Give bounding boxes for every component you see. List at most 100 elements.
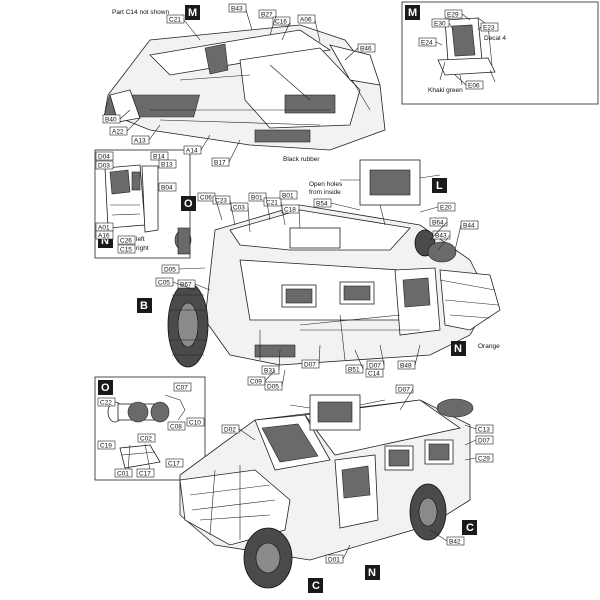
part-label-D05a: D05 [161,264,180,274]
svg-text:D05: D05 [267,384,279,391]
svg-text:C19: C19 [100,443,112,450]
note-left: left [136,236,145,243]
part-label-B01b: B01 [279,190,298,200]
svg-text:O: O [101,382,110,394]
part-label-C13: C13 [475,424,494,434]
svg-text:D07: D07 [478,438,490,445]
part-label-B46: B46 [357,43,376,53]
svg-text:C13: C13 [478,427,490,434]
svg-text:C01: C01 [117,471,129,478]
svg-text:D07: D07 [398,387,410,394]
svg-text:D04: D04 [98,154,110,161]
svg-text:D07: D07 [304,362,316,369]
part-label-C16: C16 [272,16,291,26]
svg-text:C07: C07 [176,385,188,392]
svg-text:B31: B31 [264,368,276,375]
part-label-C19: C19 [97,440,116,450]
svg-text:C14: C14 [368,371,380,378]
svg-text:C09: C09 [250,379,262,386]
svg-text:B01: B01 [282,193,294,200]
svg-text:C: C [312,580,320,592]
part-label-A01: A01 [95,222,114,232]
note-open-holes-2: from inside [309,189,341,196]
part-label-E29: E29 [444,9,463,19]
section-marker-m-inset: M [405,5,420,20]
svg-text:B43: B43 [435,233,447,240]
part-label-C22: C22 [97,397,116,407]
svg-text:C23: C23 [215,198,227,205]
svg-text:C16: C16 [275,19,287,26]
part-label-C15: C15 [117,244,136,254]
part-label-D01: D01 [325,554,344,564]
svg-text:M: M [408,7,417,19]
svg-text:D05: D05 [164,267,176,274]
note-open-holes-1: Open holes [309,181,343,188]
note-right: right [136,245,149,252]
part-label-D02: D02 [221,424,240,434]
svg-text:A06: A06 [300,17,312,24]
part-label-C10: C10 [186,417,205,427]
section-marker-n-main: N [451,341,466,356]
svg-text:C17: C17 [168,461,180,468]
part-label-A06: A06 [297,14,316,24]
svg-text:C15: C15 [120,247,132,254]
part-label-C02: C02 [137,433,156,443]
note-orange: Orange [478,343,500,350]
part-label-C26: C26 [117,235,136,245]
part-label-A13: A13 [131,135,150,145]
part-label-B27: B27 [258,9,277,19]
svg-text:E29: E29 [447,12,459,19]
svg-text:C03: C03 [233,205,245,212]
svg-text:L: L [436,180,443,192]
svg-text:M: M [188,7,197,19]
svg-text:A16: A16 [98,233,110,240]
svg-text:C21: C21 [266,200,278,207]
svg-text:C29: C29 [478,456,490,463]
svg-text:C18: C18 [284,207,296,214]
part-label-B44: B44 [460,220,479,230]
svg-text:E30: E30 [434,21,446,28]
svg-text:B46: B46 [360,46,372,53]
note-khaki: Khaki green [428,87,463,94]
part-label-D04: D04 [95,151,114,161]
part-label-B04: B04 [158,182,177,192]
part-label-C18: C18 [281,204,300,214]
part-label-A14: A14 [183,145,202,155]
part-label-B51: B51 [345,364,364,374]
part-label-C08: C08 [167,421,186,431]
part-label-C09: C09 [247,376,266,386]
part-label-C07: C07 [173,382,192,392]
svg-text:B17: B17 [214,160,226,167]
section-marker-c-right: C [462,520,477,535]
svg-text:C22: C22 [100,400,112,407]
svg-text:O: O [184,198,193,210]
part-label-E23: E23 [480,22,499,32]
part-label-B42: B42 [446,536,465,546]
part-label-B13: B13 [158,159,177,169]
part-label-B14: B14 [150,151,169,161]
svg-text:B51: B51 [348,367,360,374]
svg-text:B01: B01 [251,195,263,202]
section-marker-b: B [137,298,152,313]
svg-text:N: N [101,235,109,247]
svg-text:B64: B64 [432,220,444,227]
part-label-C14: C14 [365,368,384,378]
middle-vehicle-assembly [167,159,501,368]
top-interior-assembly [103,24,386,151]
section-marker-l: L [432,178,447,193]
svg-text:B27: B27 [261,12,273,19]
svg-text:B04: B04 [161,185,173,192]
part-label-D07c: D07 [395,384,414,394]
svg-text:C21: C21 [169,17,181,24]
svg-text:B43: B43 [231,6,243,13]
svg-text:A13: A13 [134,138,146,145]
svg-text:B42: B42 [449,539,461,546]
part-label-B54: B54 [313,198,332,208]
part-label-B48: B48 [397,360,416,370]
part-label-C17b: C17 [136,468,155,478]
part-label-E24: E24 [418,37,437,47]
svg-text:D07: D07 [369,363,381,370]
section-marker-o-inset: O [98,380,113,395]
part-label-B01a: B01 [248,192,267,202]
